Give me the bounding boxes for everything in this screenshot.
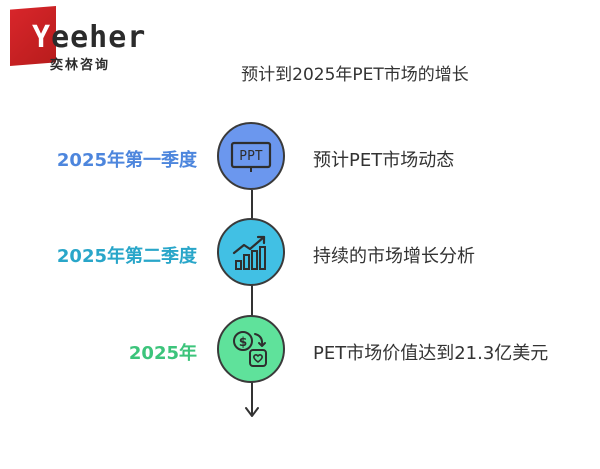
logo-subtitle: 奕林咨询 (50, 58, 111, 73)
step-label-2: 2025年第二季度 (56, 246, 197, 267)
step-desc-1: 预计PET市场动态 (313, 150, 455, 171)
step-desc-2: 持续的市场增长分析 (313, 246, 475, 267)
step-label-3: 2025年 (128, 343, 197, 364)
money-exchange-icon: $ (233, 331, 267, 367)
step-node-3: $ (217, 315, 285, 383)
bar-chart-growth-icon (232, 235, 266, 270)
logo-mark (10, 6, 56, 66)
step-node-1: PPT (217, 122, 285, 190)
diagram-title: 预计到2025年PET市场的增长 (241, 65, 469, 85)
step-node-2 (217, 218, 285, 286)
svg-text:PPT: PPT (239, 149, 263, 164)
ppt-icon: PPT (230, 141, 272, 172)
step-desc-3: PET市场价值达到21.3亿美元 (313, 343, 549, 364)
svg-text:$: $ (239, 335, 247, 349)
down-arrow-icon (245, 407, 259, 417)
step-label-1: 2025年第一季度 (56, 150, 197, 171)
logo: Yeeher 奕林咨询 (10, 6, 147, 73)
logo-wordmark: Yeeher (32, 20, 147, 55)
timeline-line (251, 190, 253, 415)
